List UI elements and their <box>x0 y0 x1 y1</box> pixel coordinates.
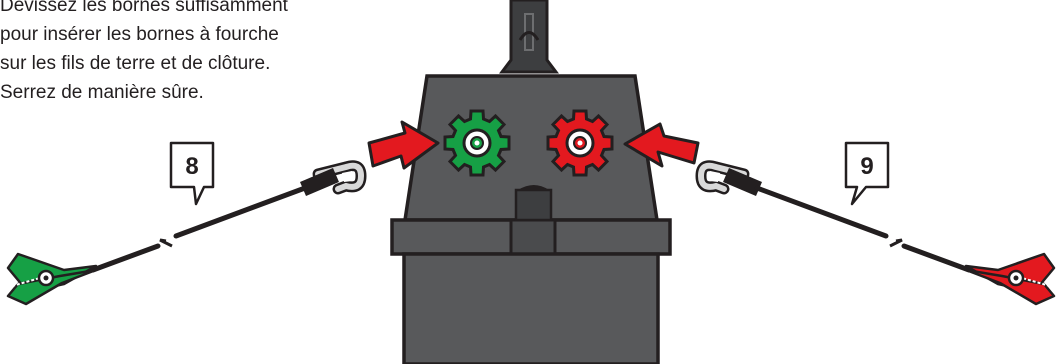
fork-connector-right <box>695 160 750 195</box>
arrow-right-icon <box>367 120 440 170</box>
arrow-left-icon <box>623 122 700 168</box>
instruction-line-3: sur les fils de terre et de clôture. <box>0 53 271 74</box>
instruction-line-4: Serrez de manière sûre. <box>0 82 204 103</box>
energizer-unit <box>390 0 672 364</box>
instruction-text: Dévissez les bornes suffisamment pour in… <box>0 0 419 107</box>
ground-terminal-green[interactable] <box>443 109 511 177</box>
instruction-line-2: pour insérer les bornes à fourche <box>0 24 279 45</box>
red-alligator-clip <box>964 252 1056 306</box>
callout-number-8: 8 <box>185 153 198 180</box>
top-handle <box>499 0 559 74</box>
callout-left: 8 <box>169 141 215 206</box>
lower-body <box>402 252 660 364</box>
green-alligator-clip <box>6 252 98 306</box>
fork-connector-left <box>312 160 367 195</box>
instruction-line-1: Dévissez les bornes suffisamment <box>0 0 288 16</box>
indicator-button <box>514 185 553 222</box>
callout-right: 9 <box>844 141 890 206</box>
fence-terminal-red[interactable] <box>546 109 614 177</box>
fence-lead <box>695 160 1056 306</box>
callout-number-9: 9 <box>860 153 873 180</box>
ground-lead <box>6 160 367 306</box>
